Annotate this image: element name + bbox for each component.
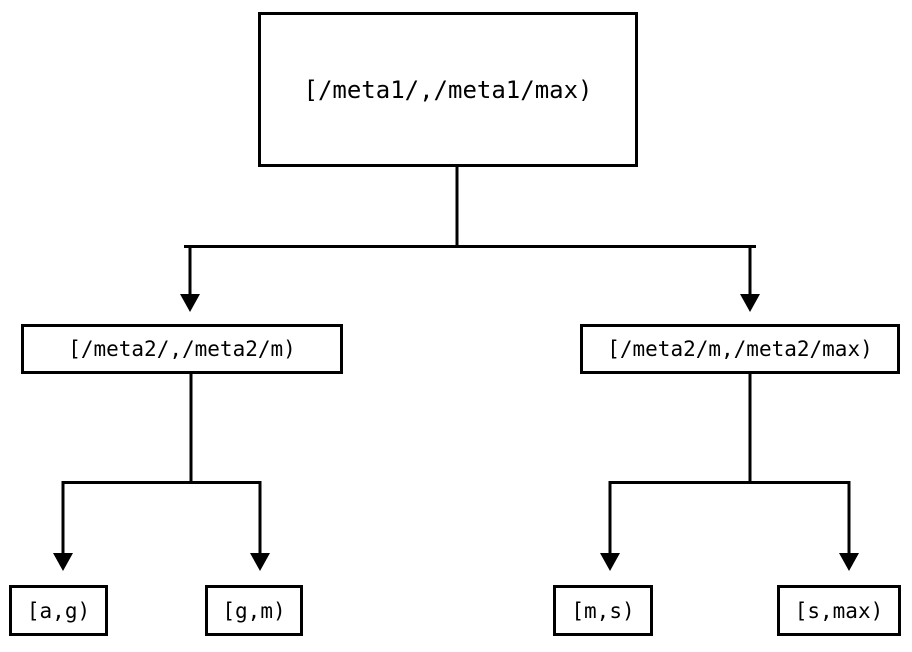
arrowhead-mid-left bbox=[180, 294, 200, 312]
arrowhead-leaf-gm bbox=[250, 553, 270, 571]
node-mid-right-label: [/meta2/m,/meta2/max) bbox=[607, 337, 873, 361]
node-leaf-smax[interactable]: [s,max) bbox=[777, 585, 901, 636]
node-leaf-gm-label: [g,m) bbox=[222, 598, 286, 623]
arrowhead-leaf-ag bbox=[53, 553, 73, 571]
arrowhead-mid-right bbox=[740, 294, 760, 312]
node-leaf-ag-label: [a,g) bbox=[26, 598, 91, 623]
node-leaf-gm[interactable]: [g,m) bbox=[205, 585, 303, 636]
node-leaf-ag[interactable]: [a,g) bbox=[9, 585, 108, 636]
arrowhead-leaf-smax bbox=[839, 553, 859, 571]
arrowhead-leaf-ms bbox=[600, 553, 620, 571]
node-leaf-ms-label: [m,s) bbox=[571, 598, 635, 623]
node-mid-left[interactable]: [/meta2/,/meta2/m) bbox=[21, 324, 343, 374]
node-leaf-smax-label: [s,max) bbox=[794, 598, 884, 623]
node-root[interactable]: [/meta1/,/meta1/max) bbox=[258, 12, 638, 167]
node-leaf-ms[interactable]: [m,s) bbox=[553, 585, 653, 636]
node-mid-right[interactable]: [/meta2/m,/meta2/max) bbox=[580, 324, 900, 374]
node-root-label: [/meta1/,/meta1/max) bbox=[303, 75, 593, 104]
node-mid-left-label: [/meta2/,/meta2/m) bbox=[68, 337, 296, 361]
